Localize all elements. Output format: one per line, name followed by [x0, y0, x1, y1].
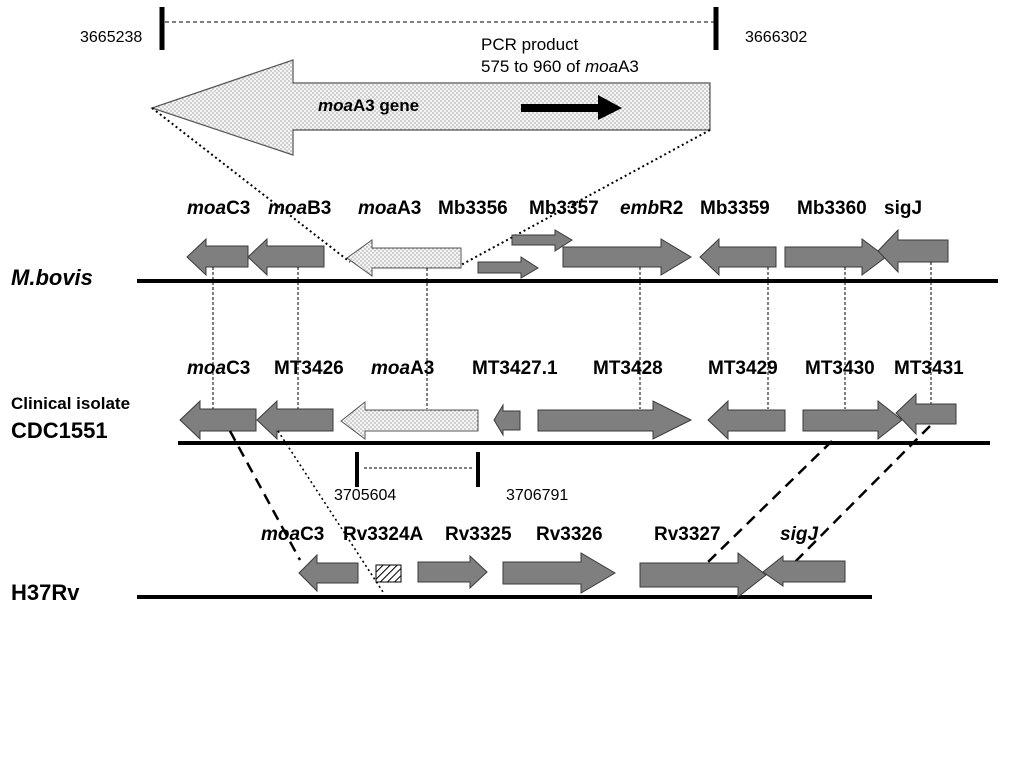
gene-label-h37-moaC3: moaC3 [261, 524, 324, 545]
h37rv-track: H37Rv [11, 551, 872, 605]
mbovis-gene-moaA3 [346, 239, 462, 277]
cdc-gene-labels: moaC3 MT3426 moaA3 MT3427.1 MT3428 MT342… [187, 358, 964, 379]
cdc-h37rv-connectors [228, 425, 931, 593]
moaA3-enlarged-arrow: moaA3 gene [150, 59, 711, 156]
pcr-line-1: PCR product [481, 35, 579, 54]
cdc-gene-MT3426 [256, 399, 334, 441]
h37-gene-Rv3324A [375, 564, 402, 583]
mbovis-gene-Mb3360 [784, 238, 887, 276]
zoom-lines [151, 107, 711, 266]
mbovis-gene-labels: moaC3 moaB3 moaA3 Mb3356 Mb3357 embR2 Mb… [187, 198, 922, 219]
mbovis-cdc-connectors [212, 262, 932, 409]
cdc-gene-moaC3 [179, 399, 257, 441]
strain-label-clinical-isolate: Clinical isolate [11, 394, 130, 413]
h37-gene-Rv3325 [417, 554, 488, 590]
gene-label-MT3431: MT3431 [894, 358, 964, 379]
cdc-gene-MT3431 [895, 392, 957, 436]
mbovis-track: M.bovis [11, 228, 998, 290]
cdc-gene-MT3429 [707, 399, 786, 441]
h37-gene-sigJ [762, 554, 846, 587]
h37-gene-moaC3 [298, 553, 359, 593]
gene-label-Rv3327: Rv3327 [654, 524, 721, 545]
gene-label-Mb3356: Mb3356 [438, 198, 508, 219]
cdc-gene-MT3430 [802, 399, 903, 441]
coord-mid-right: 3706791 [506, 487, 568, 504]
gene-label-MT3427-1: MT3427.1 [472, 358, 558, 379]
top-coordinate-bracket: 3665238 3666302 [80, 7, 807, 50]
mbovis-gene-embR2 [562, 238, 692, 276]
mbovis-gene-Mb3359 [699, 237, 777, 277]
gene-label-Mb3357: Mb3357 [529, 198, 599, 219]
mbovis-gene-Mb3357 [477, 256, 539, 279]
cdc-gene-MT3428 [537, 400, 693, 440]
gene-label-sigJ: sigJ [884, 198, 922, 219]
h37-gene-Rv3327 [639, 551, 767, 599]
pcr-direction-arrow-icon [521, 95, 622, 120]
h37rv-gene-labels: moaC3 Rv3324A Rv3325 Rv3326 Rv3327 sigJ [261, 524, 818, 545]
gene-label-moaA3: moaA3 [358, 198, 421, 219]
gene-label-cdc-moaA3: moaA3 [371, 358, 434, 379]
mbovis-gene-Mb3356 [511, 229, 573, 252]
mbovis-gene-moaB3 [247, 237, 325, 277]
strain-label-mbovis: M.bovis [11, 265, 93, 290]
moaA3-gene-label: moaA3 gene [318, 96, 419, 115]
cdc1551-track: Clinical isolate CDC1551 [11, 392, 990, 445]
gene-label-moaB3: moaB3 [268, 198, 331, 219]
mbovis-gene-sigJ [877, 228, 949, 274]
pcr-line-2: 575 to 960 of moaA3 [481, 57, 639, 76]
gene-label-Rv3326: Rv3326 [536, 524, 603, 545]
gene-label-MT3429: MT3429 [708, 358, 778, 379]
gene-label-h37-sigJ: sigJ [780, 524, 818, 545]
cdc-gene-moaA3 [340, 400, 479, 440]
gene-label-Mb3360: Mb3360 [797, 198, 867, 219]
gene-label-embR2: embR2 [620, 198, 683, 219]
coord-top-left: 3665238 [80, 29, 142, 46]
gene-label-MT3428: MT3428 [593, 358, 663, 379]
strain-label-h37rv: H37Rv [11, 580, 80, 605]
coord-mid-left: 3705604 [334, 487, 396, 504]
pcr-product-label: PCR product 575 to 960 of moaA3 [481, 35, 639, 76]
gene-label-cdc-moaC3: moaC3 [187, 358, 250, 379]
gene-label-MT3430: MT3430 [805, 358, 875, 379]
cdc-gene-MT3427-1 [493, 403, 521, 437]
gene-label-Rv3325: Rv3325 [445, 524, 512, 545]
gene-label-Mb3359: Mb3359 [700, 198, 770, 219]
gene-label-Rv3324A: Rv3324A [343, 524, 424, 545]
gene-label-MT3426: MT3426 [274, 358, 344, 379]
mid-coordinate-bracket: 3705604 3706791 [334, 452, 568, 504]
coord-top-right: 3666302 [745, 29, 807, 46]
gene-label-moaC3: moaC3 [187, 198, 250, 219]
h37-gene-Rv3326 [502, 552, 616, 594]
mbovis-gene-moaC3 [186, 237, 249, 277]
strain-label-cdc1551: CDC1551 [11, 418, 108, 443]
